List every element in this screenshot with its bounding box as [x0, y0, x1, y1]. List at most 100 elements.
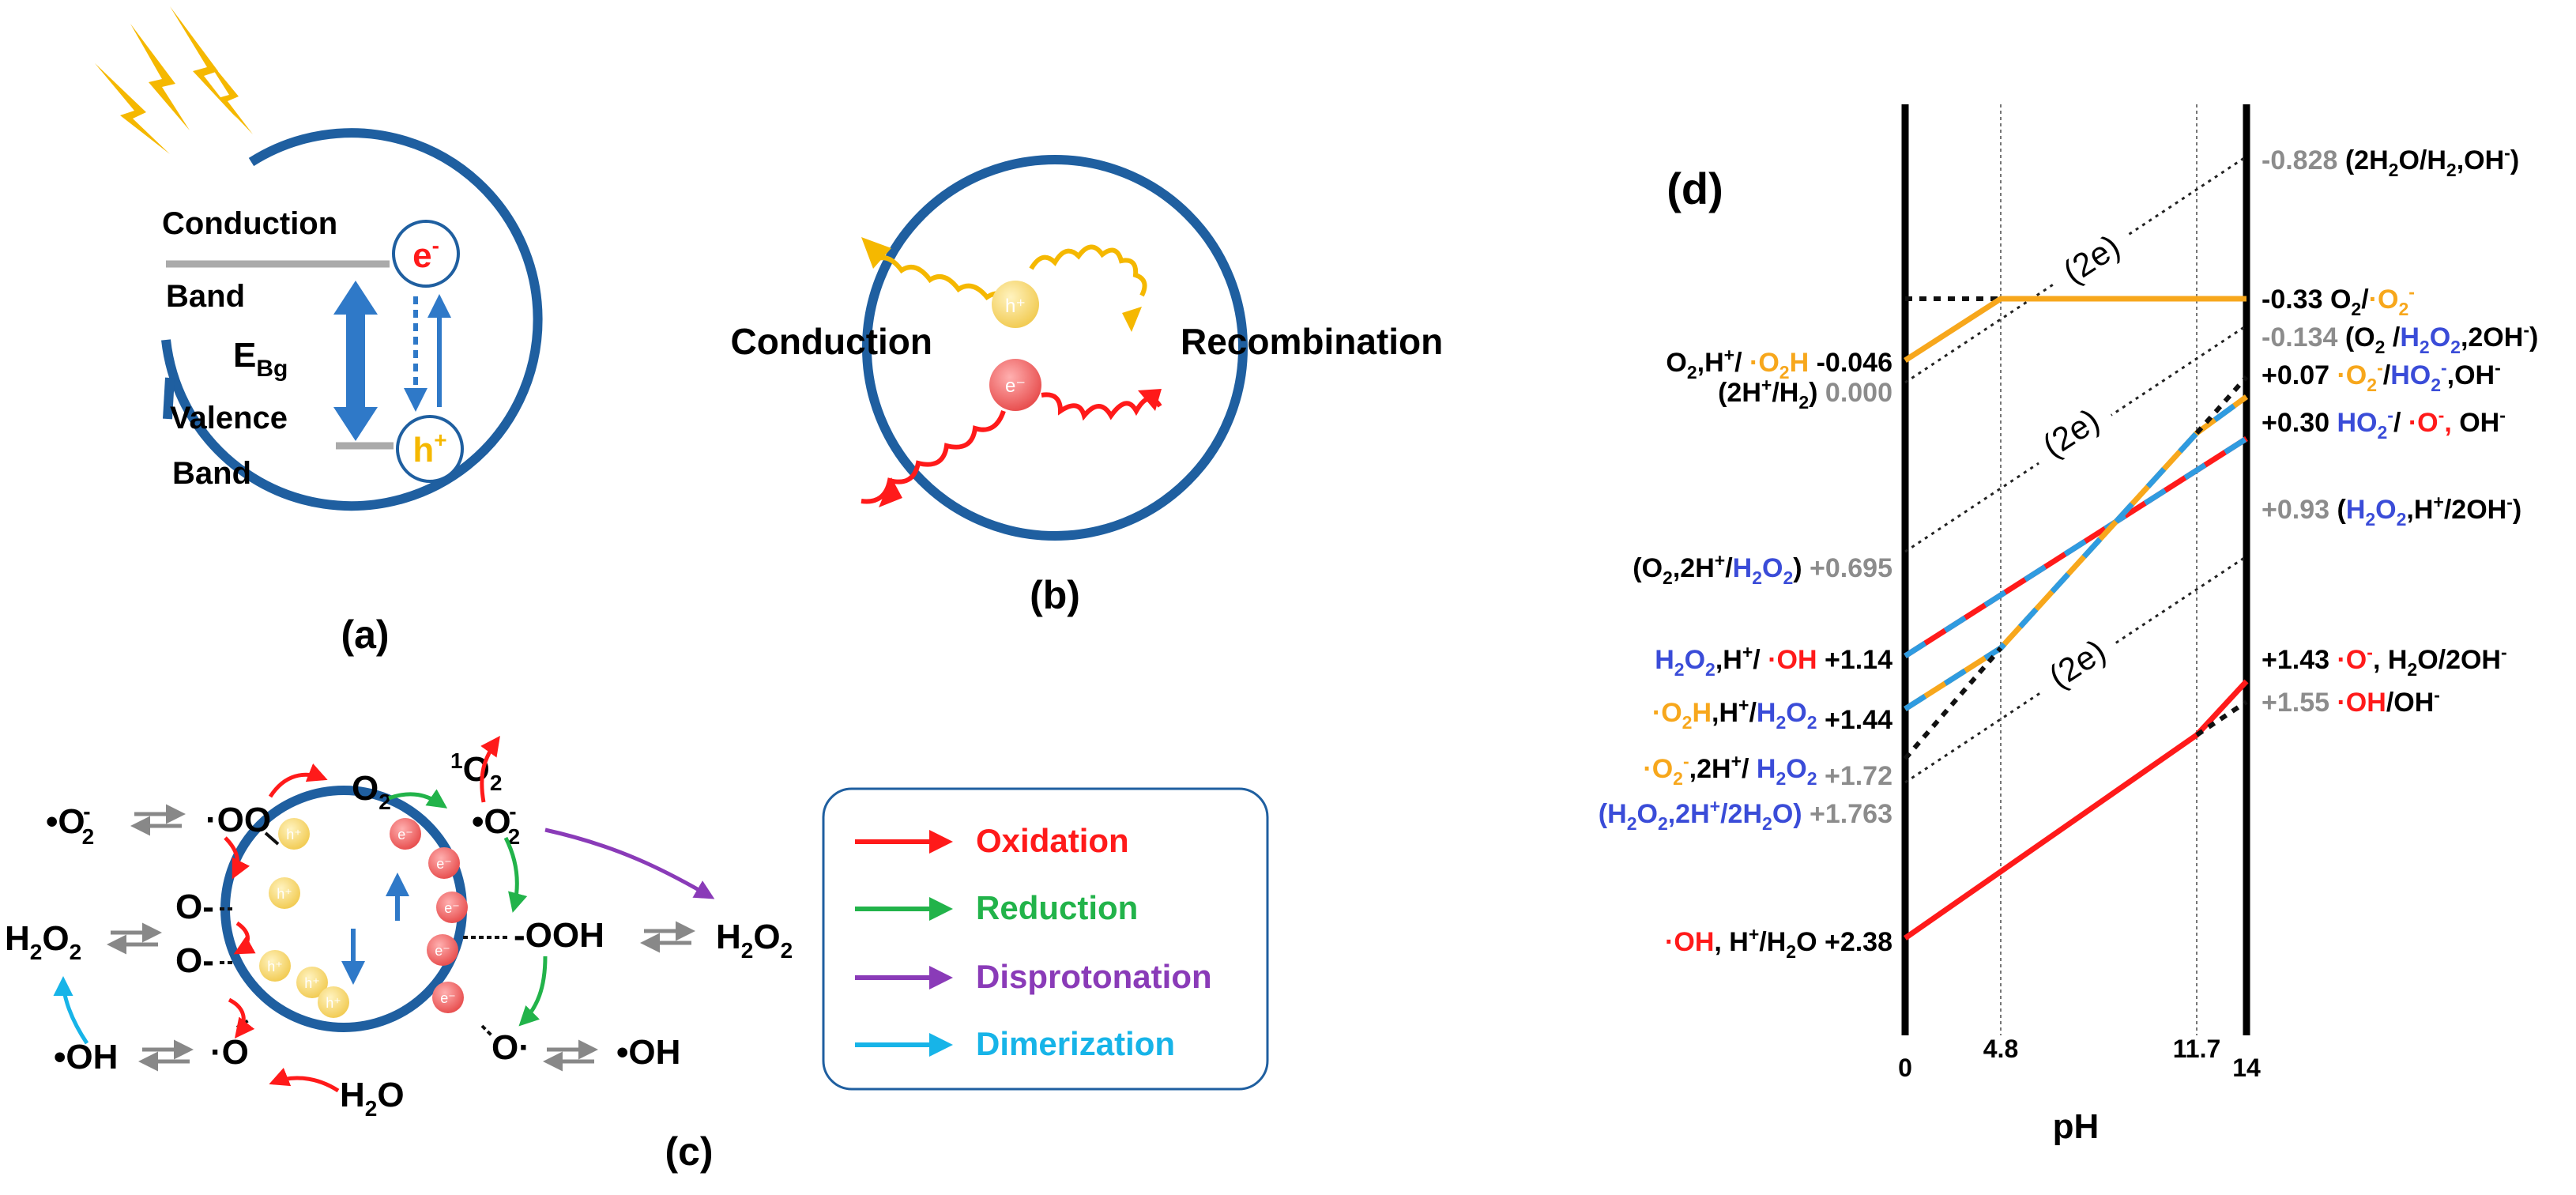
hole-2-label: h⁺: [277, 886, 292, 902]
holes-group: h⁺ h⁺ h⁺ h⁺ h⁺: [259, 818, 349, 1018]
label-part: 2: [1658, 813, 1668, 834]
right-label-o-h2o: +1.43 ·O-, H2O/2OH-: [2262, 642, 2507, 680]
label-part: /: [1734, 348, 1742, 378]
label-part: 2: [2351, 299, 2361, 319]
particle-ring-a: [161, 128, 543, 511]
hole-circle: [396, 415, 464, 483]
label-part: ,2OH: [2461, 322, 2523, 352]
left-label-o2-h2o2: (O2,2H+/H2O2) +0.695: [1633, 550, 1892, 588]
label-part: 2: [1762, 813, 1772, 834]
label-part: 2: [2420, 337, 2430, 357]
particle-ring-a-stub: [163, 377, 175, 420]
right-label-o2-h2o2: -0.134 (O2 /H2O2,2OH-): [2262, 319, 2538, 357]
label-part: O: [2375, 495, 2396, 525]
hole-escape-arrowhead: [861, 237, 891, 269]
label-part: 2: [1776, 712, 1786, 733]
label-part: +: [1761, 375, 1772, 395]
x-axis-title: pH: [2053, 1107, 2100, 1146]
legend-items: Oxidation Reduction Disprotonation Dimer…: [855, 822, 1212, 1062]
label-part: H: [1790, 348, 1810, 378]
label-part: ): [2513, 495, 2521, 525]
label-part: ·OH: [2337, 688, 2386, 718]
surface-o-upper-label: O-: [175, 888, 214, 926]
label-part: /H: [1759, 927, 1786, 957]
label-part: (: [2337, 495, 2346, 525]
label-part: (2H: [2345, 145, 2389, 175]
panel-c-label: (c): [665, 1129, 713, 1174]
label-part: -: [2501, 642, 2507, 662]
couple-h2-line: [1904, 155, 2247, 384]
ox-o-link-arrow: [233, 921, 256, 955]
h2o2-oh-blue-line: [1904, 436, 2248, 658]
label-part: -: [1683, 751, 1689, 771]
label-part: 2: [1779, 362, 1790, 383]
label-part: ·OH: [1665, 927, 1714, 957]
red-o2-arrow: [388, 789, 448, 809]
hole-particle-label: h⁺: [1005, 296, 1026, 317]
hole-1-label: h⁺: [286, 827, 302, 843]
label-part: H: [1757, 754, 1776, 784]
electron-4-label: e⁻: [435, 943, 450, 959]
label-part: O/H: [2398, 145, 2446, 175]
label-part: -: [2495, 357, 2501, 378]
right-label-o2-superoxide: -0.33 O2/·O2-: [2262, 281, 2415, 319]
label-part: +: [1710, 796, 1720, 816]
label-part: ,H: [1712, 698, 1738, 728]
label-part: ·O: [2369, 285, 2399, 315]
label-part: -: [2506, 492, 2513, 512]
bond-5: [480, 1024, 493, 1037]
ring-gap-mask: [956, 300, 1154, 348]
electron-1-label: e⁻: [397, 827, 413, 843]
label-part: /: [1753, 645, 1768, 675]
band-gap-label: EBg: [233, 336, 288, 382]
label-part: HO: [2390, 360, 2431, 390]
label-part: (H: [1599, 799, 1627, 829]
label-part: 2: [2398, 299, 2408, 319]
electron-label: e-: [412, 233, 439, 275]
electron-particle: [989, 359, 1041, 411]
recombination-label: Recombination: [1181, 321, 1443, 362]
label-part: /: [2393, 408, 2408, 438]
panel-b-label: (b): [1030, 573, 1080, 617]
label-part: 2: [1752, 567, 1762, 588]
electron-recombine-arrowhead: [1138, 389, 1162, 411]
hole-label: h+: [412, 428, 446, 469]
ox-peroxyl-arrow: [268, 763, 328, 798]
legend-oxidation-label: Oxidation: [976, 822, 1129, 859]
label-part: 2: [1807, 712, 1817, 733]
legend-dimerization-label: Dimerization: [976, 1025, 1175, 1062]
label-part: O: [1636, 799, 1657, 829]
o2-superoxide-line: [1904, 296, 2246, 363]
label-part: ): [2510, 145, 2519, 175]
superoxide-left-label: •O2-: [46, 799, 94, 849]
label-part: ,2H: [1673, 553, 1715, 583]
label-part: 2: [1682, 712, 1693, 733]
label-part: /OH: [2386, 688, 2434, 718]
label-part: 2: [2377, 422, 2387, 443]
label-part: 2: [2407, 659, 2417, 680]
two-electron-lines: [1904, 155, 2247, 784]
hole-recombine-wave: [1029, 244, 1147, 297]
disprotonation-arrow: [544, 827, 715, 899]
label-part: ,: [2444, 408, 2451, 438]
ox-water-arrow: [269, 1067, 340, 1093]
two-e-label-1-bg: [2043, 217, 2141, 302]
label-part: 2: [2446, 160, 2457, 180]
hole-escape-wave: [872, 255, 1018, 304]
label-part: H: [1655, 645, 1674, 675]
legend-box: [822, 787, 1269, 1091]
label-part: 2: [1627, 813, 1637, 834]
electron-recombine-wave: [1041, 392, 1162, 421]
label-part: O: [1666, 348, 1686, 378]
label-part: H: [1757, 698, 1776, 728]
label-part: ): [1809, 378, 1817, 408]
electron-3-label: e⁻: [444, 900, 460, 916]
particle-ring-b: [862, 155, 1248, 541]
label-part: 2: [1783, 567, 1793, 588]
electrons-group: e⁻ e⁻ e⁻ e⁻ e⁻: [390, 818, 468, 1013]
label-part: O: [1762, 553, 1783, 583]
label-part: /: [2361, 285, 2369, 315]
label-part: 2: [1674, 659, 1685, 680]
label-part: ·O: [2408, 408, 2439, 438]
